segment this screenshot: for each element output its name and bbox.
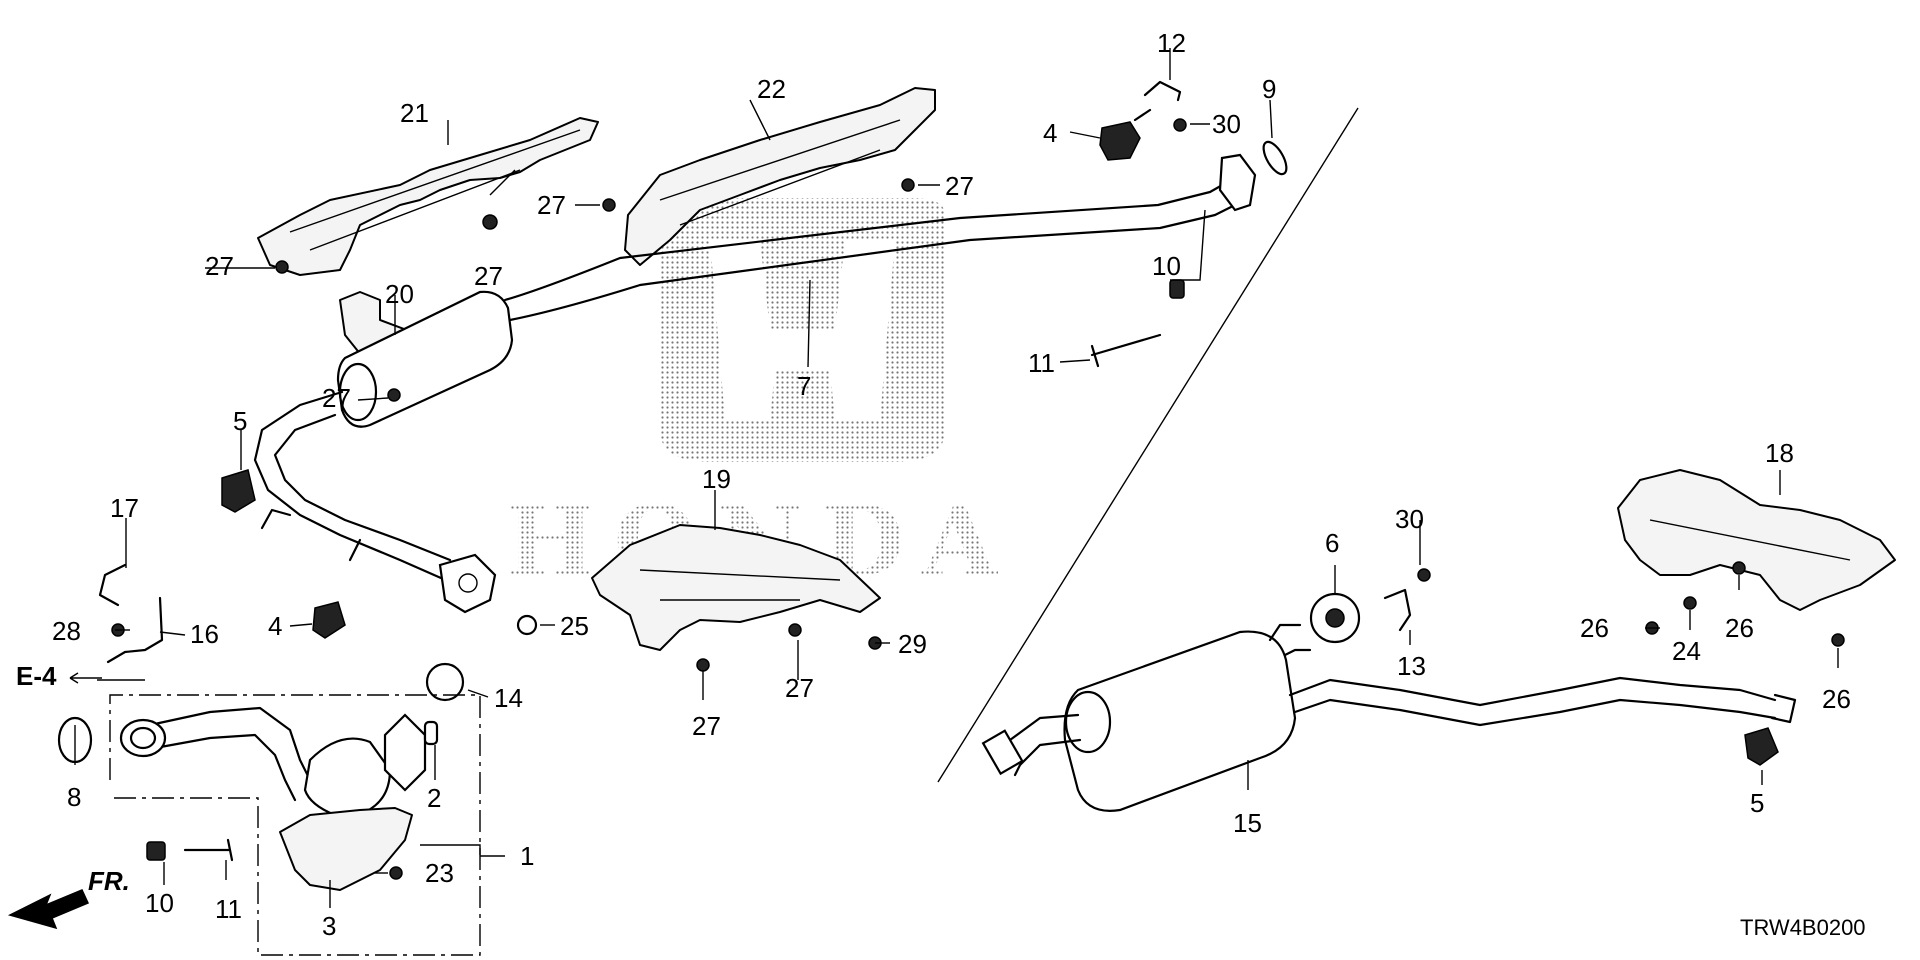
callout-11-lower: 11 bbox=[215, 894, 242, 924]
callout-16: 16 bbox=[190, 619, 219, 649]
bracket-12 bbox=[1133, 80, 1182, 122]
bolt-30-lower bbox=[1417, 568, 1431, 582]
callout-12: 12 bbox=[1157, 28, 1186, 58]
callout-14: 14 bbox=[494, 683, 523, 713]
diagram-code: TRW4B0200 bbox=[1740, 915, 1866, 940]
group-bracket-1 bbox=[109, 694, 481, 956]
spring-10-upper bbox=[1169, 279, 1185, 299]
bolt-24 bbox=[1683, 596, 1697, 610]
callout-8: 8 bbox=[67, 782, 81, 812]
callout-22: 22 bbox=[757, 74, 786, 104]
callout-7: 7 bbox=[797, 371, 811, 401]
callout-28: 28 bbox=[52, 616, 81, 646]
nut-26-b bbox=[1732, 561, 1746, 575]
bolt-11-lower bbox=[183, 838, 234, 862]
nut-27-e bbox=[901, 178, 915, 192]
callout-29: 29 bbox=[898, 629, 927, 659]
nut-27-g bbox=[788, 623, 802, 637]
callout-11-upper: 11 bbox=[1028, 348, 1055, 378]
nut-26-c bbox=[1831, 633, 1845, 647]
callout-26-b: 26 bbox=[1725, 613, 1754, 643]
leader-lines bbox=[74, 48, 1839, 908]
callout-9: 9 bbox=[1262, 74, 1276, 104]
callout-5-right: 5 bbox=[1750, 788, 1764, 818]
callout-21: 21 bbox=[400, 98, 429, 128]
callout-20: 20 bbox=[385, 279, 414, 309]
callout-19: 19 bbox=[702, 464, 731, 494]
catalytic-converter-1 bbox=[119, 706, 427, 817]
nut-27-c bbox=[387, 388, 401, 402]
callout-3: 3 bbox=[322, 911, 336, 941]
callout-23: 23 bbox=[425, 858, 454, 888]
bolt-30-upper bbox=[1173, 118, 1187, 132]
callout-15: 15 bbox=[1233, 808, 1262, 838]
callout-30-lower: 30 bbox=[1395, 504, 1424, 534]
rubber-mount-4-lower bbox=[312, 601, 346, 639]
heat-shield-22 bbox=[624, 87, 936, 266]
reference-arrow: E-4 bbox=[16, 661, 102, 691]
bolt-11-upper bbox=[1090, 333, 1162, 368]
callout-27-f: 27 bbox=[692, 711, 721, 741]
heat-shield-21 bbox=[257, 117, 599, 276]
middle-pipe-7 bbox=[253, 153, 1257, 614]
callouts: 12 4 30 9 10 11 7 21 22 27 27 20 27 27 2… bbox=[52, 28, 1851, 941]
callout-6: 6 bbox=[1325, 528, 1339, 558]
callout-1: 1 bbox=[520, 841, 534, 871]
callout-17: 17 bbox=[110, 493, 139, 523]
heat-shield-19 bbox=[591, 524, 881, 651]
sensor-17 bbox=[98, 563, 127, 607]
callout-26-c: 26 bbox=[1822, 684, 1851, 714]
rubber-mount-5-left bbox=[221, 469, 256, 513]
callout-4-lower: 4 bbox=[268, 611, 282, 641]
gasket-14 bbox=[425, 662, 465, 702]
callout-2: 2 bbox=[427, 783, 441, 813]
nut-27-b bbox=[482, 214, 498, 230]
callout-27-d: 27 bbox=[537, 190, 566, 220]
nut-25 bbox=[516, 614, 538, 636]
front-label: FR. bbox=[88, 866, 130, 896]
gasket-9 bbox=[1262, 140, 1288, 176]
shield-3 bbox=[279, 807, 413, 891]
nut-27-d bbox=[602, 198, 616, 212]
callout-10-upper: 10 bbox=[1152, 251, 1181, 281]
rear-muffler-15 bbox=[981, 623, 1797, 812]
callout-30-upper: 30 bbox=[1212, 109, 1241, 139]
callout-26-a: 26 bbox=[1580, 613, 1609, 643]
heat-shield-18 bbox=[1617, 469, 1896, 611]
bolt-23 bbox=[389, 866, 403, 880]
hardware bbox=[57, 80, 1845, 880]
front-direction-arrow: FR. bbox=[7, 866, 130, 930]
callout-24: 24 bbox=[1672, 636, 1701, 666]
nut-27-a bbox=[275, 260, 289, 274]
spring-10-lower bbox=[146, 841, 166, 861]
callout-18: 18 bbox=[1765, 438, 1794, 468]
callout-4-upper: 4 bbox=[1043, 118, 1057, 148]
stud-2 bbox=[423, 720, 439, 746]
callout-27-a: 27 bbox=[205, 251, 234, 281]
bracket-13 bbox=[1383, 588, 1412, 632]
section-divider-line bbox=[937, 107, 1359, 783]
callout-27-c: 27 bbox=[322, 383, 351, 413]
callout-27-e: 27 bbox=[945, 171, 974, 201]
callout-27-g: 27 bbox=[785, 673, 814, 703]
oxygen-sensor-16 bbox=[106, 596, 164, 664]
nut-27-f bbox=[696, 658, 710, 672]
callout-5-left: 5 bbox=[233, 406, 247, 436]
callout-10-lower: 10 bbox=[145, 888, 174, 918]
honda-h-logo-icon bbox=[660, 198, 945, 462]
reference-label: E-4 bbox=[16, 661, 57, 691]
callout-25: 25 bbox=[560, 611, 589, 641]
rubber-mount-4-upper bbox=[1099, 121, 1141, 161]
callout-13: 13 bbox=[1397, 651, 1426, 681]
callout-27-b: 27 bbox=[474, 261, 503, 291]
rubber-mount-5-right bbox=[1744, 727, 1779, 766]
